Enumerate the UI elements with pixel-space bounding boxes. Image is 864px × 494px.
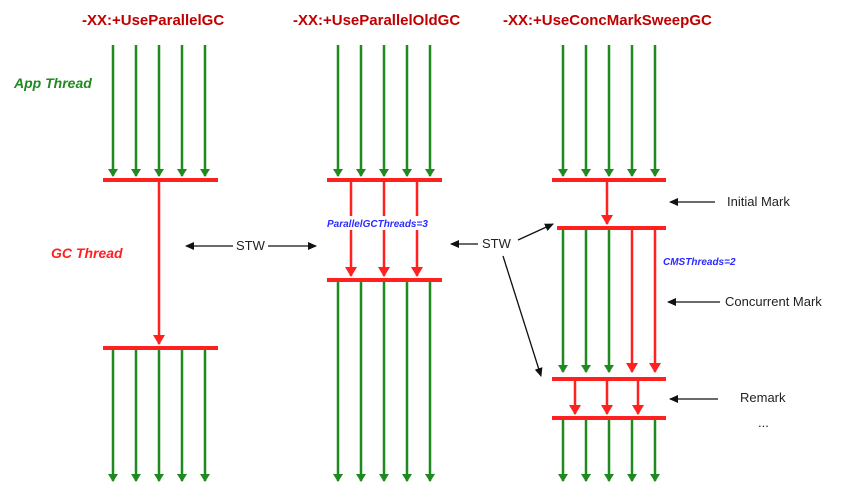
app-thread-arrows-bottom <box>108 350 210 482</box>
stw-right-label: STW <box>482 236 512 251</box>
concurrent-mark-annotation: Concurrent Mark <box>667 294 822 309</box>
app-thread-arrows-top <box>558 45 660 177</box>
app-thread-arrows-bottom <box>333 282 435 482</box>
remark-label: Remark <box>740 390 786 405</box>
app-thread-arrows-top <box>333 45 435 177</box>
title-parallel-gc: -XX:+UseParallelGC <box>82 12 224 29</box>
remark-arrows <box>569 381 644 415</box>
cms-gc-column: CMSThreads=2 <box>552 45 753 482</box>
stw-right-arrow-initial-mark <box>517 223 554 241</box>
ellipsis-label: ... <box>758 415 769 430</box>
cms-thread-arrows <box>626 230 661 373</box>
stw-right-arrow-remark <box>502 255 543 377</box>
title-parallel-old-gc: -XX:+UseParallelOldGC <box>293 12 460 29</box>
cms-threads-label: CMSThreads=2 <box>663 257 736 268</box>
remark-annotation: Remark ... <box>669 390 786 430</box>
stw-left-label: STW <box>236 238 266 253</box>
parallel-old-gc-column: ParallelGCThreads=3 <box>326 45 448 482</box>
parallel-gc-threads-label: ParallelGCThreads=3 <box>327 219 428 230</box>
parallel-gc-column <box>103 45 218 482</box>
app-thread-arrows-bottom <box>558 420 660 482</box>
app-thread-arrows-top <box>108 45 210 177</box>
gc-thread-label: GC Thread <box>51 245 123 261</box>
title-cms-gc: -XX:+UseConcMarkSweepGC <box>503 12 712 29</box>
stw-left-annotation: STW <box>185 238 317 253</box>
initial-mark-label: Initial Mark <box>727 194 790 209</box>
stw-right-annotation: STW <box>450 223 554 377</box>
concurrent-mark-label: Concurrent Mark <box>725 294 822 309</box>
concurrent-app-arrows <box>558 230 614 373</box>
initial-mark-annotation: Initial Mark <box>669 194 790 209</box>
app-thread-label: App Thread <box>13 75 92 91</box>
